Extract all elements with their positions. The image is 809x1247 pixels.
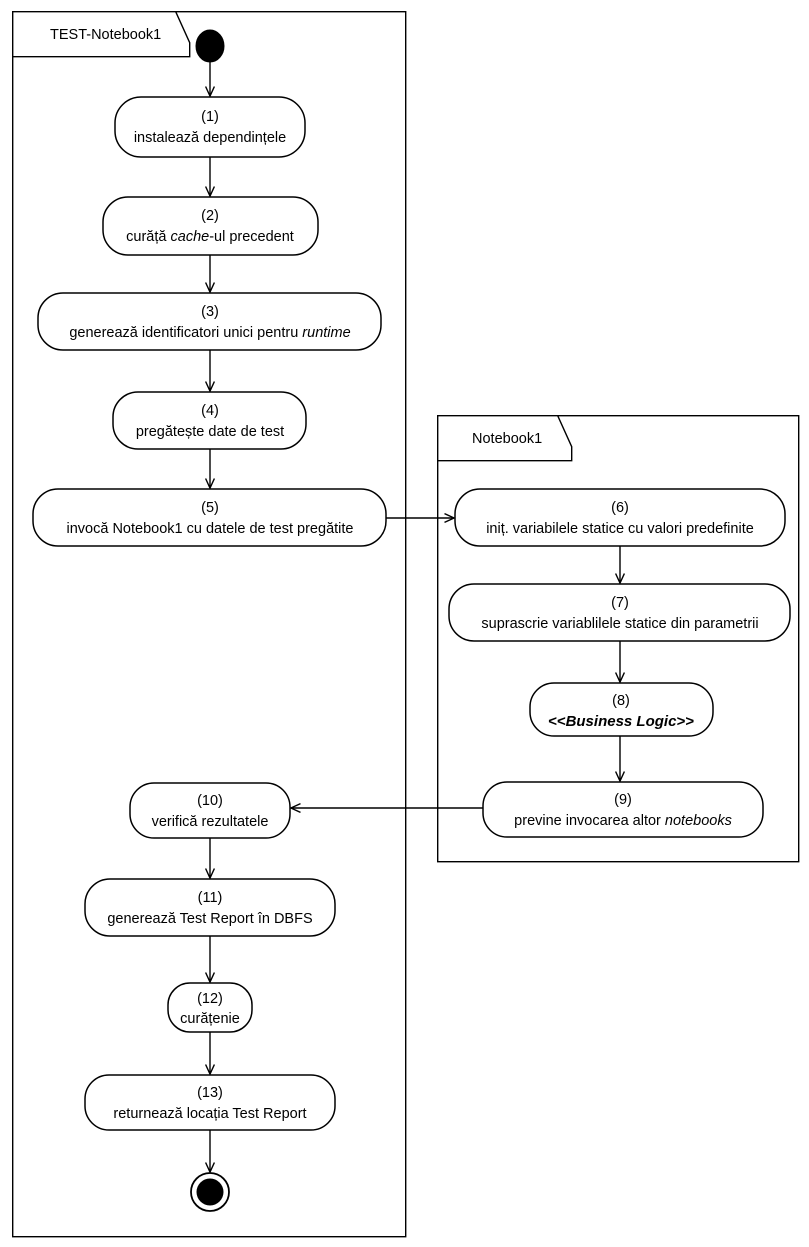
action-node-13-number: (13): [197, 1085, 223, 1101]
action-node-4-label: pregătește date de test: [136, 424, 284, 440]
action-node-8-number: (8): [612, 693, 630, 709]
partition-test-notebook1-border: [11, 10, 407, 1238]
final-node: [190, 1172, 230, 1212]
action-node-9-label: previne invocarea altor notebooks: [514, 813, 732, 829]
action-node-9-shape[interactable]: [482, 781, 764, 838]
action-node-9-label-italic: notebooks: [665, 813, 732, 829]
action-node-10-number: (10): [197, 793, 223, 809]
action-node-12-label: curățenie: [180, 1011, 240, 1027]
action-node-3[interactable]: (3) generează identificatori unici pentr…: [37, 292, 382, 351]
partition-test-notebook1-tab: [12, 11, 191, 58]
action-node-6-number: (6): [611, 500, 629, 516]
action-node-7[interactable]: (7) suprascrie variablilele statice din …: [448, 583, 791, 642]
action-node-2[interactable]: (2) curăță cache-ul precedent: [102, 196, 319, 256]
action-node-2-label-italic: cache: [171, 229, 210, 245]
action-node-8-shape[interactable]: [529, 682, 714, 737]
action-node-6-shape[interactable]: [454, 488, 786, 547]
action-node-3-label-italic: runtime: [302, 325, 350, 341]
action-node-2-number: (2): [201, 208, 219, 224]
action-node-8[interactable]: (8) <<Business Logic>>: [529, 682, 714, 737]
action-node-13[interactable]: (13) returnează locația Test Report: [84, 1074, 336, 1131]
action-node-5[interactable]: (5) invocă Notebook1 cu datele de test p…: [32, 488, 387, 547]
partition-test-notebook1-label: TEST-Notebook1: [50, 27, 161, 43]
action-node-7-label: suprascrie variablilele statice din para…: [481, 616, 758, 632]
action-node-1[interactable]: (1) instalează dependințele: [114, 96, 306, 158]
action-node-1-shape[interactable]: [114, 96, 306, 158]
action-node-8-stereotype-label: <<Business Logic>>: [548, 713, 694, 730]
action-node-1-number: (1): [201, 109, 219, 125]
action-node-6[interactable]: (6) iniț. variabilele statice cu valori …: [454, 488, 786, 547]
action-node-12-number: (12): [197, 991, 223, 1007]
action-node-12[interactable]: (12) curățenie: [167, 982, 253, 1033]
partition-notebook1-label: Notebook1: [472, 431, 542, 447]
action-node-9-number: (9): [614, 792, 632, 808]
action-node-3-label-pre: generează identificatori unici pentru: [69, 325, 302, 341]
partition-notebook1-border: [437, 415, 800, 863]
action-node-2-label-post: -ul precedent: [209, 229, 294, 245]
action-node-5-label: invocă Notebook1 cu datele de test pregă…: [67, 521, 354, 537]
action-node-11-label: generează Test Report în DBFS: [107, 911, 312, 927]
action-node-13-shape[interactable]: [84, 1074, 336, 1131]
action-node-11-shape[interactable]: [84, 878, 336, 937]
action-node-4[interactable]: (4) pregătește date de test: [112, 391, 307, 450]
action-node-10-label: verifică rezultatele: [152, 814, 269, 830]
action-node-11[interactable]: (11) generează Test Report în DBFS: [84, 878, 336, 937]
partition-notebook1: Notebook1: [437, 415, 800, 863]
action-node-3-label: generează identificatori unici pentru ru…: [69, 325, 350, 341]
action-node-10[interactable]: (10) verifică rezultatele: [129, 782, 291, 839]
action-node-13-label: returnează locația Test Report: [113, 1106, 306, 1122]
action-node-9[interactable]: (9) previne invocarea altor notebooks: [482, 781, 764, 838]
flow-edges: [210, 62, 620, 1172]
action-node-11-number: (11): [198, 890, 223, 906]
action-node-2-label-pre: curăță: [126, 229, 170, 245]
partition-test-notebook1: TEST-Notebook1: [11, 10, 407, 1238]
action-node-2-shape[interactable]: [102, 196, 319, 256]
action-node-4-shape[interactable]: [112, 391, 307, 450]
action-node-2-label: curăță cache-ul precedent: [126, 229, 294, 245]
action-node-10-shape[interactable]: [129, 782, 291, 839]
action-node-1-label: instalează dependințele: [134, 130, 286, 146]
action-node-12-shape[interactable]: [167, 982, 253, 1033]
action-node-3-number: (3): [201, 304, 219, 320]
initial-node-dot: [195, 29, 225, 63]
action-node-5-number: (5): [201, 500, 219, 516]
partition-notebook1-tab: [437, 415, 573, 462]
action-node-7-number: (7): [611, 595, 629, 611]
initial-node: [195, 29, 225, 63]
action-node-5-shape[interactable]: [32, 488, 387, 547]
action-node-7-shape[interactable]: [448, 583, 791, 642]
action-node-4-number: (4): [201, 403, 219, 419]
action-node-3-shape[interactable]: [37, 292, 382, 351]
final-node-dot: [196, 1178, 224, 1206]
action-node-6-label: iniț. variabilele statice cu valori pred…: [486, 521, 754, 537]
action-node-9-label-pre: previne invocarea altor: [514, 813, 665, 829]
